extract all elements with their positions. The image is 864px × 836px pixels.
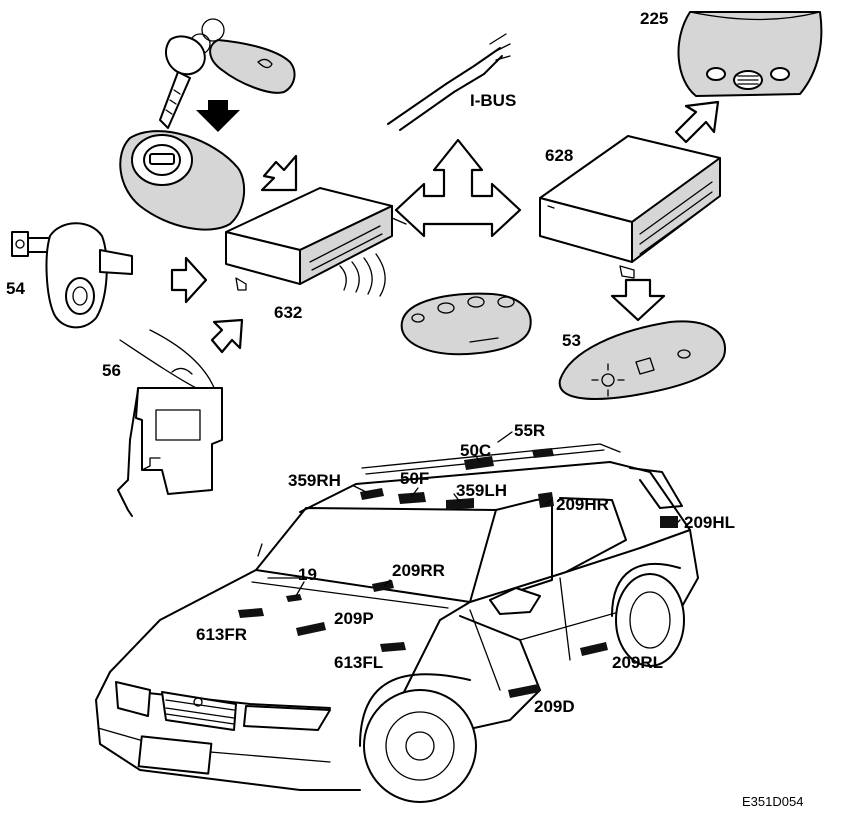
ibus-cable	[387, 33, 511, 131]
label-632: 632	[274, 303, 302, 322]
label-613FR: 613FR	[196, 625, 247, 644]
label-56: 56	[102, 361, 121, 380]
down-arrow-to-remote-icon	[610, 278, 666, 322]
label-209D: 209D	[534, 697, 575, 716]
label-50C: 50C	[460, 441, 491, 460]
label-209HR: 209HR	[556, 495, 609, 514]
label-209HL: 209HL	[684, 513, 735, 532]
label-209RR: 209RR	[392, 561, 445, 580]
central-control-module	[539, 135, 721, 279]
key-with-remote	[159, 18, 296, 129]
door-contact-switch	[11, 222, 133, 329]
label-359RH: 359RH	[288, 471, 341, 490]
roof-console-unit	[677, 11, 823, 97]
label-50F: 50F	[400, 469, 429, 488]
arrow-from-door-switch-icon	[170, 256, 208, 304]
ignition-switch	[119, 130, 246, 231]
label-613FL: 613FL	[334, 653, 383, 672]
remote-transmitter	[400, 292, 532, 356]
car-body	[95, 443, 699, 803]
up-right-arrow-icon	[674, 100, 720, 144]
down-arrow-icon	[196, 100, 240, 132]
leader-lines	[295, 431, 681, 597]
alarm-control-unit	[225, 187, 407, 291]
hood-switch	[117, 329, 223, 517]
label-628: 628	[545, 146, 573, 165]
label-53: 53	[562, 331, 581, 350]
label-209RL: 209RL	[612, 653, 663, 672]
transmitter-53	[558, 320, 727, 400]
label-54: 54	[6, 279, 25, 298]
reference-code: E351D054	[742, 794, 803, 809]
label-19: 19	[298, 565, 317, 584]
label-ibus: I-BUS	[470, 91, 516, 110]
arrow-from-hood-switch-icon	[210, 318, 244, 354]
sensor-markers	[238, 448, 678, 698]
label-359LH: 359LH	[456, 481, 507, 500]
label-225: 225	[640, 9, 668, 28]
label-209P: 209P	[334, 609, 374, 628]
bus-direction-arrow-icon	[394, 138, 522, 238]
arrow-from-ignition-icon	[260, 154, 298, 192]
callout-labels: 225 628 I-BUS 54 632 53 56 55R 50C 359RH…	[6, 9, 803, 809]
radio-waves	[339, 253, 386, 297]
label-55R: 55R	[514, 421, 545, 440]
